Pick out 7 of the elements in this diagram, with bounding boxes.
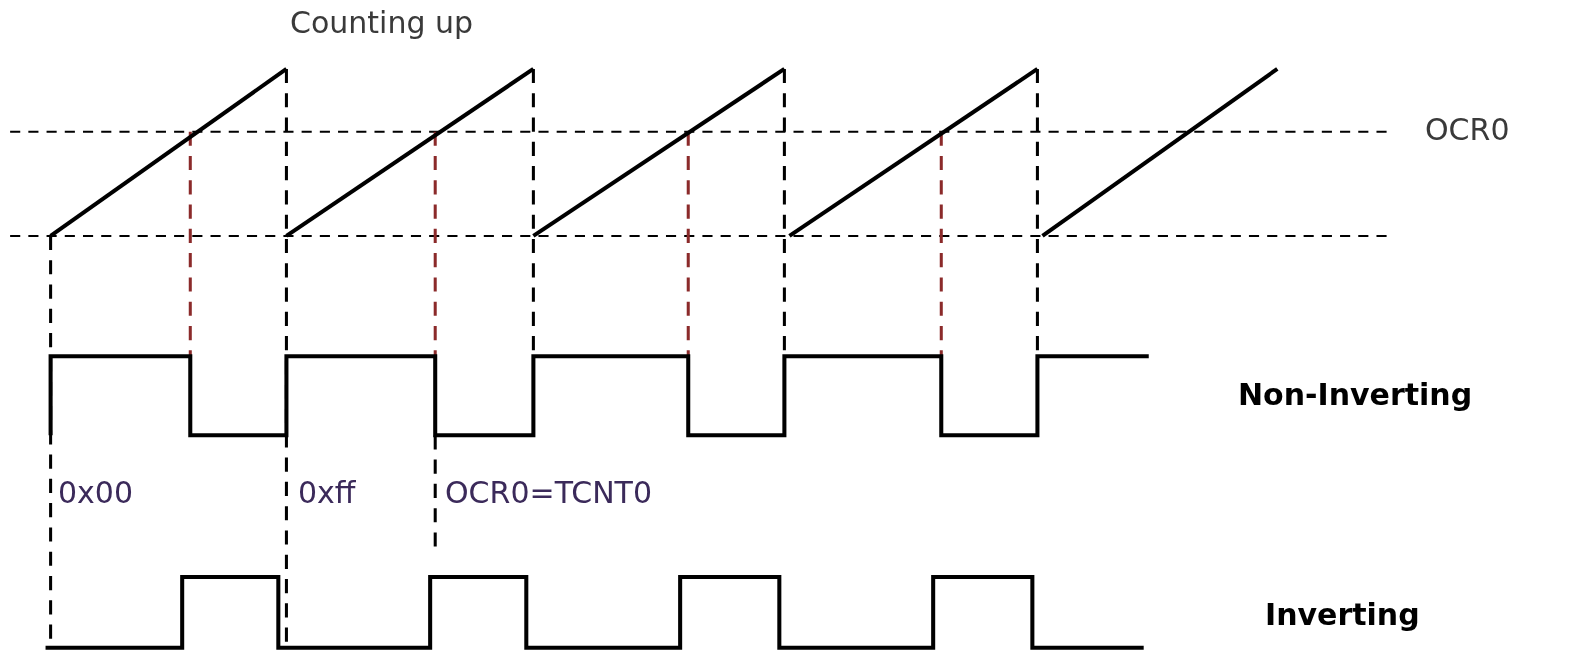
- chart-label: Counting up: [290, 8, 474, 38]
- value-label: 0x00: [58, 478, 133, 508]
- waveform-label: Inverting: [1265, 600, 1420, 630]
- value-label: 0xff: [298, 478, 356, 508]
- value-label: OCR0=TCNT0: [445, 478, 652, 508]
- waveform-label: Non-Inverting: [1238, 380, 1473, 410]
- level-label: OCR0: [1425, 115, 1510, 145]
